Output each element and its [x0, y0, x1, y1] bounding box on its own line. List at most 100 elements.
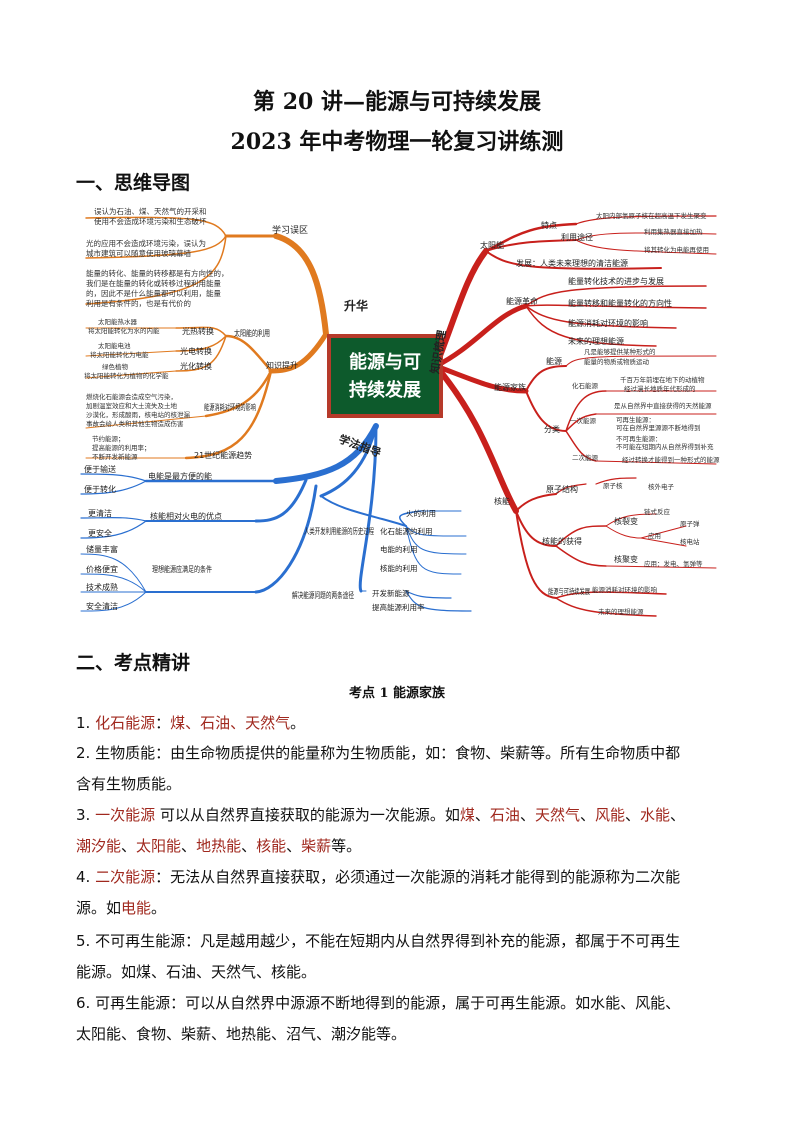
geming-item2: 能量转移和能量转化的方向性	[568, 298, 672, 308]
nengyuan-note1: 凡是能够提供某种形式的	[584, 347, 656, 356]
jiage: 价格便宜	[86, 564, 118, 574]
lishi-label: 人类开发利用能源的历史过程	[304, 526, 374, 536]
liyong-note1: 利用集热器直接加热	[644, 227, 703, 236]
anquan-qingjie: 安全清洁	[86, 601, 118, 611]
huashi-ny-note2: 经过漫长地质年代形成的	[624, 384, 696, 393]
fazhan-label: 发展：人类未来理想的清洁能源	[516, 258, 628, 268]
bianyu-shusong: 便于输送	[84, 464, 116, 474]
erci-label: 二次能源	[572, 453, 599, 462]
kechixu-label-line: 能源与可持续发展	[548, 586, 590, 596]
misc1-line2: 使用不会造成环境污染和生态破坏	[94, 216, 207, 226]
hedianzhan-label: 核电站	[680, 537, 700, 546]
tedian-label: 特点	[541, 220, 557, 230]
misc2-line1: 光的应用不会造成环境污染，误认为	[86, 238, 206, 248]
kaifa: 开发新能源	[372, 588, 410, 598]
point-1-label: 化石能源	[95, 714, 156, 732]
guanghua-label: 光化转换	[180, 361, 212, 371]
point-3-label: 一次能源	[95, 806, 156, 824]
page-title: 第 20 讲—能源与可持续发展	[253, 89, 541, 115]
guangdian-label: 光电转换	[180, 346, 212, 356]
guangre-label: 光热转换	[182, 326, 214, 336]
youdian-label: 核能相对火电的优点	[150, 511, 222, 521]
xiaohao-label: 能源消耗对环境的影响	[204, 402, 256, 412]
misc3-line1: 能量的转化、能量的转移都是有方向性的，	[86, 268, 229, 278]
nengyuan-note2: 能量的物质或物质运动	[584, 357, 650, 366]
xiaohao-note3: 沙漠化，形成酸雨，核电站的核泄漏	[86, 410, 191, 419]
bukezaisheng-label: 不可再生能源：	[616, 434, 662, 443]
lixiang-label: 理想能源应满足的条件	[152, 564, 212, 574]
huashi: 化石能源的利用	[380, 526, 433, 536]
yici-note: 是从自然界中直接获得的天然能源	[614, 401, 712, 410]
geng-anquan: 更安全	[88, 528, 112, 538]
tujing-label: 解决能源问题的两条途径	[292, 590, 354, 600]
point-4: 4. 二次能源：无法从自然界直接获取，必须通过一次能源的消耗才能得到的能源称为二…	[76, 868, 681, 917]
subsection-title: 考点 1 能源家族	[348, 686, 446, 701]
section-heading-mindmap: 一、思维导图	[76, 172, 191, 194]
kezaisheng-note: 可在自然界里源源不断地得到	[616, 423, 701, 432]
xiaohao-note1: 燃烧化石能源会造成空气污染，	[86, 392, 177, 401]
yingyong-label: 应用	[648, 531, 661, 540]
zhishi-tisheng-label: 知识提升	[266, 360, 298, 370]
erci-note: 经过转换才能得到一种形式的能源	[622, 455, 720, 464]
page-subtitle: 2023 年中考物理一轮复习讲练测	[230, 129, 564, 155]
kezaisheng-label: 可再生能源：	[616, 415, 655, 424]
geming-item4: 未来的理想能源	[568, 336, 624, 346]
misc1-line1: 误认为石油、煤、天然气的开采和	[94, 206, 207, 216]
yuanzi-label: 原子结构	[546, 484, 578, 494]
dian: 电能的利用	[380, 544, 418, 554]
liyong-label: 利用途径	[561, 232, 593, 242]
misc3-line3: 的，因此不是什么能量都可以利用，能量	[86, 288, 221, 298]
guangdian-note1: 太阳能电池	[98, 341, 131, 350]
jiazu-label: 能源家族	[494, 382, 526, 392]
branch-label-shenghua: 升华	[344, 298, 368, 313]
bukezaisheng-note: 不可能在短期内从自然界得到补充	[616, 442, 714, 451]
hewai-label: 核外电子	[648, 482, 675, 491]
geming-label: 能源革命	[506, 296, 538, 306]
point-6: 6. 可再生能源：可以从自然界中源源不断地得到的能源，属于可再生能源。如水能、风…	[76, 994, 681, 1043]
taiyangneng-label: 太阳能	[480, 240, 504, 250]
bianyu-zhuanhua: 便于转化	[84, 484, 116, 494]
yuanzihe-label: 原子核	[603, 481, 623, 490]
he: 核能的利用	[380, 563, 418, 573]
guanghua-note1: 绿色植物	[102, 362, 129, 371]
qushi-note2: 提高能源的利用率；	[92, 443, 151, 452]
dianneng-label: 电能是最方便的能	[148, 471, 212, 481]
point-2: 2. 生物质能：由生命物质提供的能量称为生物质能，如：食物、柴薪等。所有生命物质…	[76, 744, 681, 793]
mind-map: 能源与可 持续发展 升华 知识梳理 学法指导 误认为石油、煤、天然气的开采和 使…	[80, 206, 720, 617]
misc2-line2: 城市建筑可以随意使用玻璃幕墙	[86, 248, 191, 258]
point-3: 3. 一次能源 可以从自然界直接获取的能源为一次能源。如煤、石油、天然气、风能、…	[76, 806, 686, 855]
misc3-line2: 我们是在能量的转化或转移过程利用能量	[86, 278, 221, 288]
huashi-ny-label: 化石能源	[572, 381, 599, 390]
qushi-note3: 不断开发新能源	[92, 452, 138, 461]
nengyuan-label: 能源	[546, 356, 562, 366]
jishu: 技术成熟	[86, 582, 118, 592]
jubian-yingyong: 应用：发电、氢弹等	[644, 559, 703, 568]
geming-item1: 能量转化技术的进步与发展	[568, 276, 664, 286]
yuanzidan-label: 原子弹	[680, 519, 700, 528]
point-1-items: 煤、石油、天然气	[170, 714, 291, 732]
kechixu-item1: 能源消耗对环境的影响	[592, 585, 658, 594]
misc3-line4: 利用是有条件的，也是有代价的	[86, 298, 191, 308]
kechixu-item2: 未来的理想能源	[598, 607, 644, 616]
geng-qingjie: 更清洁	[88, 508, 112, 518]
tedian-note: 太阳内部氢原子核在超高温下发生聚变	[596, 211, 707, 220]
tigao: 提高能源利用率	[372, 602, 425, 612]
branch-shenghua-curve	[273, 233, 329, 337]
taiyangneng-liyong-label: 太阳能的利用	[234, 328, 270, 338]
guangre-note2: 将太阳能转化为水的内能	[88, 326, 160, 335]
point-4-label: 二次能源	[95, 868, 156, 886]
chuliang: 储量丰富	[86, 544, 118, 554]
qushi-label: 21世纪能源趋势	[194, 450, 252, 460]
guanghua-note2: 将太阳能转化为植物的化学能	[84, 371, 169, 380]
center-title-line2: 持续发展	[349, 379, 422, 401]
point-1: 1. 化石能源：煤、石油、天然气。	[76, 714, 306, 732]
point-5: 5. 不可再生能源：凡是越用越少，不能在短期内从自然界得到补充的能源，都属于不可…	[76, 932, 681, 981]
geming-item3: 能源消耗对环境的影响	[568, 318, 648, 328]
liyong-note2: 将其转化为电能再使用	[644, 245, 709, 254]
qushi-note1: 节约能源；	[92, 434, 125, 443]
heneng-label: 核能	[494, 496, 510, 506]
xiaohao-note2: 加剧温室效应和大土流失及土地	[86, 401, 178, 410]
center-box	[327, 334, 443, 418]
fenlei-label: 分类	[544, 424, 560, 434]
yici-label: 一次能源	[570, 416, 597, 425]
